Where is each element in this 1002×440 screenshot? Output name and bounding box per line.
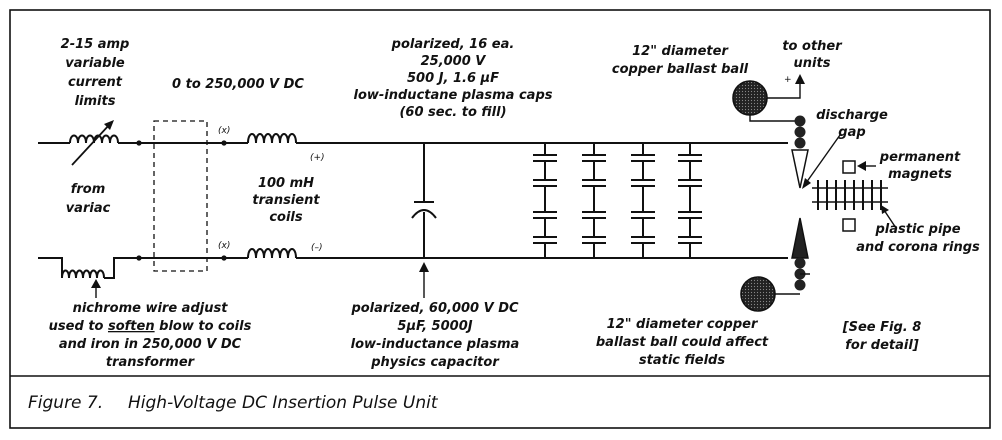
capacitor-label: polarized, 60,000 V DC 5µF, 5000J low-in… xyxy=(350,301,519,370)
svg-text:25,000 V: 25,000 V xyxy=(421,54,487,69)
ballast-bottom-label: 12" diameter copper ballast ball could a… xyxy=(596,317,769,368)
plus-mark: (+) xyxy=(310,153,325,163)
ballast-ball-top xyxy=(732,74,805,122)
ball-plus-label: + xyxy=(784,75,792,85)
svg-text:100 mH: 100 mH xyxy=(258,176,314,191)
svg-text:variac: variac xyxy=(66,201,111,216)
see-fig-label: [See Fig. 8 for detail] xyxy=(842,320,922,353)
figure-frame xyxy=(9,9,991,429)
capacitor-bank xyxy=(533,143,702,258)
permanent-magnet-top xyxy=(842,160,856,174)
discharge-gap-label: discharge gap xyxy=(816,108,888,140)
svg-text:discharge: discharge xyxy=(816,108,888,123)
svg-text:nichrome wire adjust: nichrome wire adjust xyxy=(73,301,229,316)
main-capacitor xyxy=(411,143,437,258)
svg-text:units: units xyxy=(794,56,831,71)
svg-text:copper ballast ball: copper ballast ball xyxy=(612,62,749,77)
capacitor-stack xyxy=(631,143,655,258)
plastic-pipe-label: plastic pipe and corona rings xyxy=(856,222,980,255)
capacitor-pointer-arrow xyxy=(419,262,429,298)
svg-text:permanent: permanent xyxy=(879,150,961,165)
variac-arrow-icon xyxy=(91,279,101,298)
svg-text:gap: gap xyxy=(838,125,865,140)
svg-text:transient: transient xyxy=(252,193,320,208)
svg-text:coils: coils xyxy=(269,210,303,225)
svg-text:polarized, 60,000 V DC: polarized, 60,000 V DC xyxy=(350,301,519,316)
junction-dots xyxy=(136,140,227,261)
capacitor-stack xyxy=(582,143,606,258)
caption-number: Figure 7. xyxy=(28,393,103,413)
svg-text:2-15 amp: 2-15 amp xyxy=(61,37,130,52)
svg-text:12" diameter: 12" diameter xyxy=(632,44,729,59)
nichrome-label: nichrome wire adjust used to soften blow… xyxy=(49,301,252,370)
svg-text:low-inductance plasma: low-inductance plasma xyxy=(351,337,520,352)
svg-text:for detail]: for detail] xyxy=(845,338,919,353)
permanent-magnet-bottom xyxy=(842,218,856,232)
svg-text:transformer: transformer xyxy=(106,355,196,370)
current-limits-label: 2-15 amp variable current limits xyxy=(61,37,130,109)
svg-text:physics capacitor: physics capacitor xyxy=(370,355,500,370)
svg-text:to other: to other xyxy=(782,39,843,54)
figure-caption: Figure 7. High-Voltage DC Insertion Puls… xyxy=(28,393,439,413)
to-other-units-label: to other units xyxy=(782,39,843,71)
transient-coils-label: 100 mH transient coils xyxy=(252,176,320,225)
plasma-caps-label: polarized, 16 ea. 25,000 V 500 J, 1.6 µF… xyxy=(354,37,553,120)
svg-text:polarized, 16 ea.: polarized, 16 ea. xyxy=(391,37,515,52)
permanent-magnets-label: permanent magnets xyxy=(879,150,961,182)
svg-text:from: from xyxy=(71,182,106,197)
svg-text:5µF, 5000J: 5µF, 5000J xyxy=(397,319,472,334)
x-mark-bottom: (x) xyxy=(218,241,230,251)
svg-text:variable: variable xyxy=(65,56,125,71)
svg-text:current: current xyxy=(68,75,123,90)
plastic-pipe xyxy=(812,180,888,210)
ballast-top-label: 12" diameter copper ballast ball xyxy=(612,44,749,77)
x-mark-top: (x) xyxy=(218,126,230,136)
svg-text:magnets: magnets xyxy=(888,167,952,182)
ballast-ball-bottom xyxy=(740,273,810,312)
svg-text:and corona rings: and corona rings xyxy=(856,240,980,255)
pipe-arrow-icon xyxy=(881,205,897,229)
electrode-top xyxy=(791,115,809,189)
svg-text:12" diameter copper: 12" diameter copper xyxy=(607,317,759,332)
svg-text:[See Fig. 8: [See Fig. 8 xyxy=(842,320,922,335)
svg-text:(60 sec. to fill): (60 sec. to fill) xyxy=(399,105,506,120)
svg-text:and iron in 250,000 V DC: and iron in 250,000 V DC xyxy=(59,337,242,352)
svg-text:ballast ball could affect: ballast ball could affect xyxy=(596,335,769,350)
bottom-rail xyxy=(38,248,788,279)
top-rail xyxy=(38,133,788,144)
capacitor-stack xyxy=(678,143,702,258)
svg-text:low-inductane plasma caps: low-inductane plasma caps xyxy=(354,88,553,103)
svg-text:static fields: static fields xyxy=(639,353,725,368)
svg-text:500 J, 1.6 µF: 500 J, 1.6 µF xyxy=(407,71,499,86)
svg-text:plastic pipe: plastic pipe xyxy=(874,222,960,237)
caption-title: High-Voltage DC Insertion Pulse Unit xyxy=(128,393,439,413)
discharge-gap-arrow xyxy=(802,134,841,189)
magnet-arrow-icon xyxy=(857,161,876,171)
minus-mark: (–) xyxy=(311,243,323,253)
svg-text:limits: limits xyxy=(75,94,116,109)
capacitor-stack xyxy=(533,143,557,258)
electrode-bottom xyxy=(791,217,809,291)
from-variac-label: from variac xyxy=(66,182,111,216)
variable-arrow-icon xyxy=(71,120,114,166)
svg-text:used to soften blow to coils: used to soften blow to coils xyxy=(49,319,252,334)
transformer-box xyxy=(153,120,208,272)
voltage-range-label: 0 to 250,000 V DC xyxy=(172,77,304,92)
